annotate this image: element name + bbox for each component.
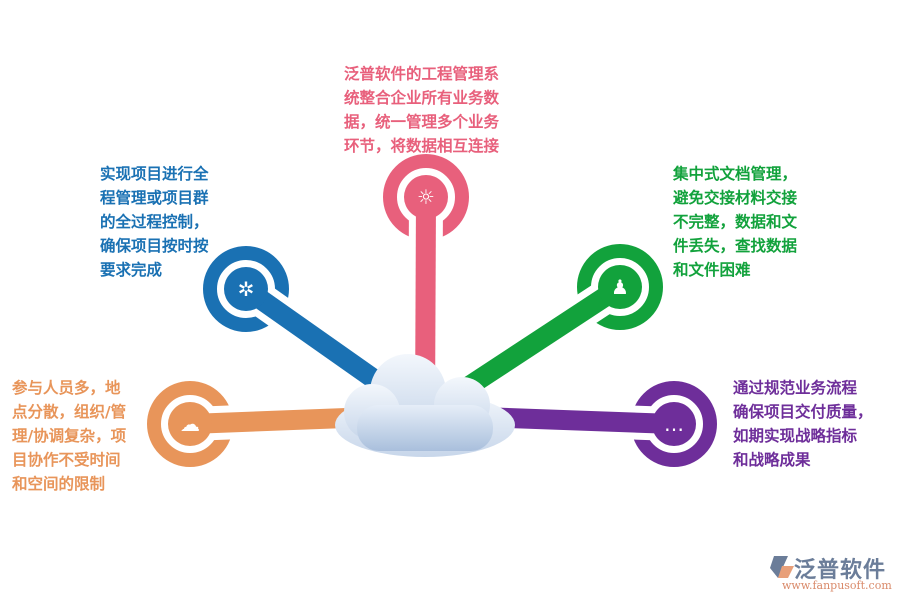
text-line: 和战略成果 (733, 451, 811, 469)
orange-node-text: 参与人员多，地点分散，组织/管理/协调复杂，项目协作不受时间和空间的限制 (12, 376, 126, 496)
logo-mark-icon (770, 556, 794, 578)
blue-node-text: 实现项目进行全程管理或项目群的全过程控制， 确保项目按时按要求完成 (100, 162, 209, 282)
text-line: 统整合企业所有业务数 (344, 89, 500, 107)
purple-node-text: 通过规范业务流程确保项目交付质量， 如期实现战略指标和战略成果 (733, 376, 873, 472)
text-line: 的全过程控制， (100, 213, 209, 231)
node-ring (203, 246, 289, 332)
text-line: 程管理或项目群 (100, 189, 209, 207)
text-line: 泛普软件的工程管理系 (344, 65, 500, 83)
logo-name: 泛普软件 (794, 558, 887, 583)
pink-node-text: 泛普软件的工程管理系统整合企业所有业务数据，统一管理多个业务环节，将数据相互连接 (344, 62, 499, 158)
node-core (652, 402, 696, 446)
text-line: 要求完成 (100, 261, 163, 279)
text-line: 理/协调复杂，项 (12, 427, 127, 445)
node-core (168, 402, 212, 446)
text-line: 和空间的限制 (12, 475, 106, 493)
text-line: 据，统一管理多个业务 (344, 113, 500, 131)
lightbulb-gear-icon: ☼ (417, 185, 435, 209)
cloud-computer-sync-icon: ☁ (180, 412, 200, 436)
text-line: 目协作不受时间 (12, 451, 121, 469)
text-line: 确保项目交付质量， (733, 403, 873, 421)
text-line: 点分散，组织/管 (12, 403, 127, 421)
text-line: 不完整，数据和文 (673, 213, 798, 231)
text-line: 集中式文档管理， (673, 165, 798, 183)
logo-url: www.fanpusoft.com (782, 579, 892, 592)
node-core (224, 267, 268, 311)
text-line: 通过规范业务流程 (733, 379, 858, 397)
businessman-icon: ♟ (611, 275, 629, 299)
text-line: 环节，将数据相互连接 (344, 137, 500, 155)
cloud-hub (335, 354, 515, 457)
chat-bubble-icon: … (664, 412, 684, 436)
text-line: 参与人员多，地 (12, 379, 121, 397)
text-line: 和文件困难 (673, 261, 751, 279)
text-line: 确保项目按时按 (100, 237, 209, 255)
text-line: 如期实现战略指标 (733, 427, 858, 445)
node-core (404, 175, 448, 219)
text-line: 实现项目进行全 (100, 165, 209, 183)
text-line: 避免交接材料交接 (673, 189, 798, 207)
node-core (598, 265, 642, 309)
network-nodes-icon: ✲ (238, 277, 255, 301)
green-node-text: 集中式文档管理， 避免交接材料交接不完整，数据和文件丢失，查找数据和文件困难 (673, 162, 797, 282)
text-line: 件丢失，查找数据 (673, 237, 798, 255)
node-ring (577, 244, 663, 330)
